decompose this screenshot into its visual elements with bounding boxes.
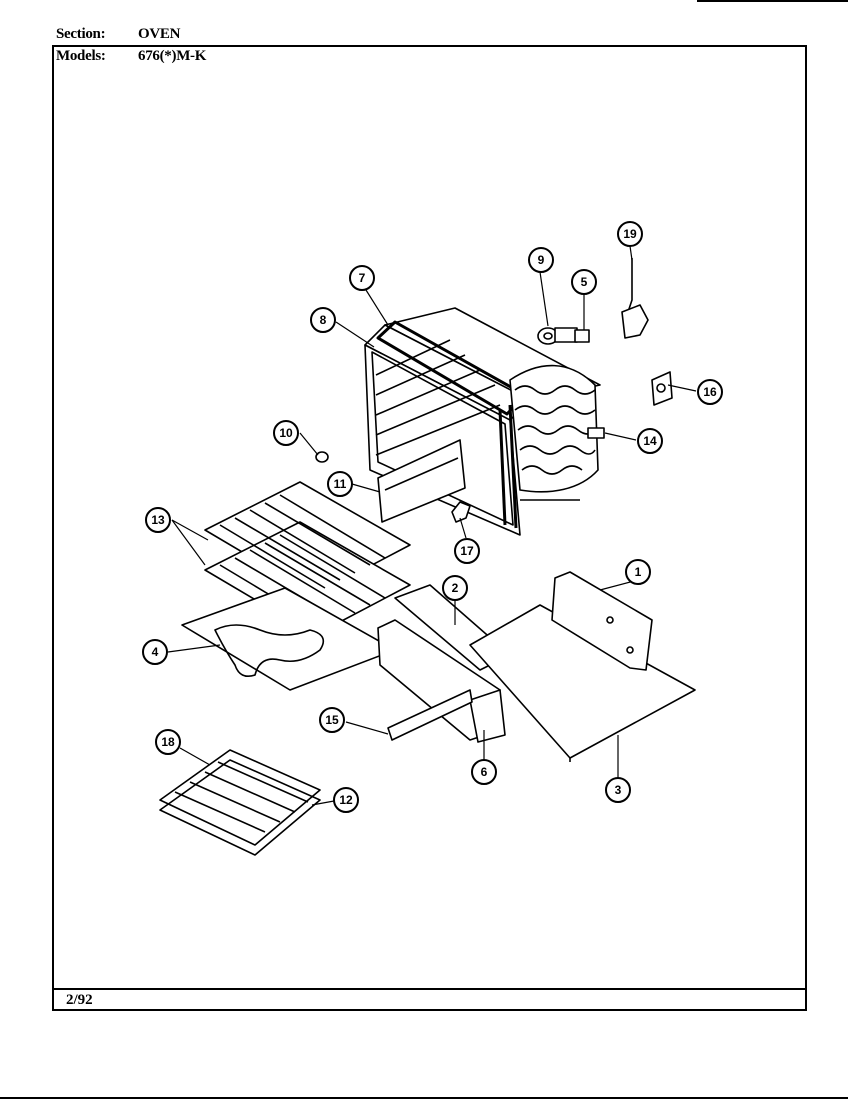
part-18-broiler-pan [159, 749, 321, 856]
callout-10: 10 [273, 420, 299, 446]
section-label: Section: [56, 26, 106, 42]
callout-13-label: 13 [151, 513, 165, 527]
callout-16-label: 16 [703, 385, 717, 399]
section-value: OVEN [138, 26, 181, 42]
callout-6: 6 [471, 759, 497, 785]
callout-4: 4 [142, 639, 168, 665]
callout-12-label: 12 [339, 793, 353, 807]
callout-2: 2 [442, 575, 468, 601]
bottom-rule [0, 1097, 848, 1099]
callout-9-label: 9 [538, 253, 545, 267]
callout-15-label: 15 [325, 713, 339, 727]
models-value: 676(*)M-K [138, 48, 207, 64]
part-15-slide [387, 689, 473, 741]
callout-5-label: 5 [581, 275, 588, 289]
diagram-frame [52, 45, 807, 1011]
part-1-cover-plate [551, 571, 653, 671]
callout-18: 18 [155, 729, 181, 755]
callout-4-label: 4 [152, 645, 159, 659]
part-14-clip [587, 427, 605, 439]
callout-10-label: 10 [279, 426, 293, 440]
callout-7: 7 [349, 265, 375, 291]
part-10-knob [315, 451, 329, 463]
callout-14-label: 14 [643, 434, 657, 448]
callout-19-label: 19 [623, 227, 637, 241]
part-16-bracket [651, 371, 673, 406]
callout-17: 17 [454, 538, 480, 564]
part-11-baffle [377, 439, 466, 523]
callout-15: 15 [319, 707, 345, 733]
callout-9: 9 [528, 247, 554, 273]
part-6-drawer-front [377, 619, 506, 743]
callout-8-label: 8 [320, 313, 327, 327]
callout-3: 3 [605, 777, 631, 803]
footer-divider [52, 988, 807, 990]
callout-11: 11 [327, 471, 353, 497]
callout-5: 5 [571, 269, 597, 295]
callout-2-label: 2 [452, 581, 459, 595]
part-3-floor-panel [469, 604, 696, 762]
callout-11-label: 11 [334, 477, 347, 491]
callout-14: 14 [637, 428, 663, 454]
callout-1: 1 [625, 559, 651, 585]
callout-16: 16 [697, 379, 723, 405]
part-17-clip [451, 501, 471, 523]
part-9-valve [537, 327, 578, 345]
models-label: Models: [56, 48, 106, 64]
revision-date: 2/92 [66, 992, 93, 1008]
callout-18-label: 18 [161, 735, 175, 749]
callout-7-label: 7 [359, 271, 366, 285]
callout-12: 12 [333, 787, 359, 813]
rear-burner-assembly [509, 364, 599, 501]
callout-6-label: 6 [481, 765, 488, 779]
leader-lines [167, 245, 697, 806]
oven-cavity [364, 307, 601, 536]
callout-3-label: 3 [615, 783, 622, 797]
part-19-sensor [621, 258, 649, 339]
callout-19: 19 [617, 221, 643, 247]
callout-8: 8 [310, 307, 336, 333]
callout-17-label: 17 [460, 544, 474, 558]
part-5-fitting [574, 329, 590, 343]
callout-13: 13 [145, 507, 171, 533]
top-rule [697, 0, 848, 2]
callout-1-label: 1 [635, 565, 642, 579]
